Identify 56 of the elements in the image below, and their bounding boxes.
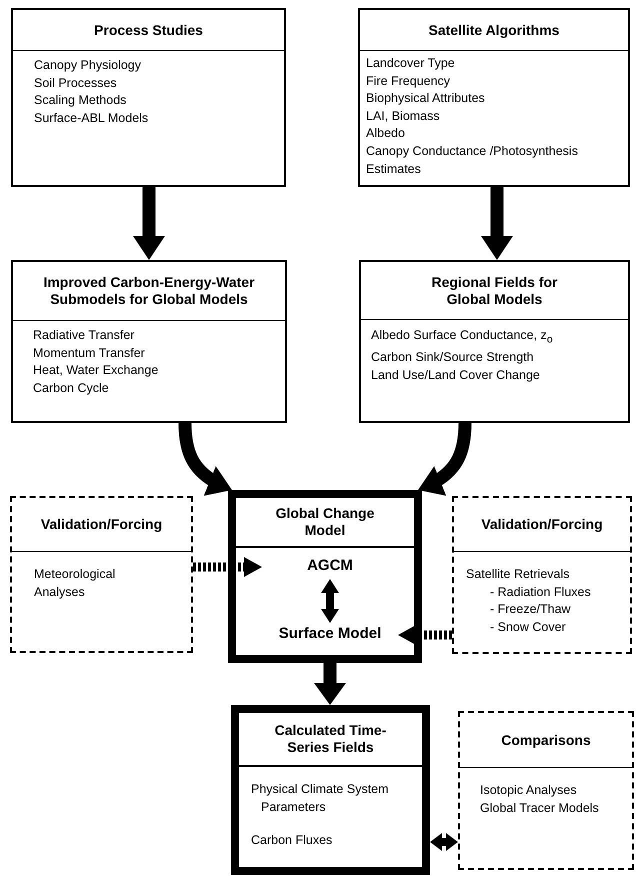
process-box	[358, 8, 630, 187]
box-heading: Improved Carbon-Energy-Water Submodels for Global Models	[42, 274, 256, 308]
model-box	[231, 705, 430, 875]
list-item: Estimates	[366, 160, 422, 178]
process-box	[11, 260, 287, 423]
box-heading: Calculated Time-Series Fields	[274, 722, 388, 756]
list-item: Soil Processes	[34, 74, 118, 92]
process-box	[359, 260, 630, 423]
arrow	[178, 422, 235, 496]
list-item: Scaling Methods	[34, 92, 128, 110]
arrow	[430, 833, 458, 851]
list-item: Biophysical Attributes	[366, 90, 486, 108]
component-label: Surface Model	[262, 623, 398, 647]
box-heading: Process Studies	[94, 22, 203, 38]
list-item: Albedo Surface Conductance, z$_{o}$	[371, 327, 554, 348]
process-box	[11, 8, 286, 187]
box-heading: Validation/Forcing	[40, 516, 162, 533]
list-item: - Snow Cover	[489, 618, 567, 636]
arrow	[415, 422, 472, 496]
list-item: Physical Climate System Parameters	[251, 781, 390, 816]
list-item: Surface-ABL Models	[34, 110, 150, 127]
list-item: LAI, Biomass	[366, 108, 441, 125]
list-item: Carbon Fluxes	[251, 832, 334, 850]
list-item: - Freeze/Thaw	[489, 601, 572, 618]
arrow	[133, 187, 165, 260]
list-item: Fire Frequency	[366, 72, 452, 90]
list-item: Canopy Conductance /Photosynthesis	[366, 142, 579, 160]
list-item: Momentum Transfer	[33, 344, 146, 362]
list-item: Global Tracer Models	[480, 800, 600, 817]
list-item: - Radiation Fluxes	[489, 584, 592, 601]
dashed-box	[10, 496, 193, 653]
list-item: Heat, Water Exchange	[33, 362, 160, 380]
list-item: Isotopic Analyses	[480, 782, 578, 799]
list-item: Land Use/Land Cover Change	[371, 366, 541, 384]
arrow	[321, 579, 339, 623]
box-heading: Comparisons	[501, 732, 591, 748]
dashed-box	[452, 496, 632, 654]
list-item: Landcover Type	[366, 55, 456, 72]
box-heading: Regional Fields for Global Models	[430, 274, 558, 308]
dashed-box	[458, 711, 634, 870]
list-item: Albedo	[366, 125, 406, 142]
arrow	[398, 625, 452, 645]
list-item: Meteorological Analyses	[34, 566, 116, 601]
model-box	[228, 490, 422, 663]
list-item: Carbon Sink/Source Strength	[371, 349, 535, 366]
arrow	[314, 663, 346, 705]
list-item: Canopy Physiology	[34, 57, 142, 74]
box-heading: Validation/Forcing	[481, 516, 603, 533]
list-item: Radiative Transfer	[33, 327, 136, 344]
list-item: Carbon Cycle	[33, 380, 110, 397]
component-label: AGCM	[262, 555, 398, 579]
box-heading: Global Change Model	[274, 505, 376, 539]
arrow	[481, 187, 513, 260]
box-heading: Satellite Algorithms	[428, 22, 560, 38]
arrow	[193, 557, 262, 577]
list-item: Satellite Retrievals	[466, 566, 571, 583]
